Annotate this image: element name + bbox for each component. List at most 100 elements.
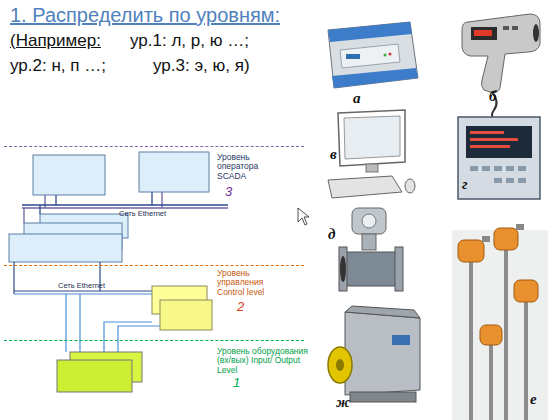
thermocouple <box>482 236 490 242</box>
panel-instrument <box>466 126 532 158</box>
scada-workstation <box>33 152 209 195</box>
flowmeter <box>340 256 346 282</box>
flowmeter <box>339 208 403 291</box>
server-box <box>9 214 128 262</box>
flowmeter <box>339 247 347 291</box>
ethernet-bus <box>39 205 40 214</box>
pyrometer <box>474 30 492 36</box>
pyrometer <box>512 26 518 30</box>
ethernet-bus <box>22 207 228 208</box>
example-note: ур.3: э, ю, я) <box>153 56 250 76</box>
photo-letter: г <box>462 176 468 193</box>
plc-controller <box>389 53 392 56</box>
level-heading: Уровень оператора SCADA <box>217 153 269 181</box>
panel-instrument <box>494 166 502 171</box>
panel-instrument <box>482 166 490 171</box>
thermocouple <box>489 345 493 420</box>
level-band: Уровень управления Control level 2 <box>4 265 304 340</box>
field-wiring <box>118 326 160 352</box>
photo-letter: б <box>489 88 497 105</box>
photo-letter: д <box>328 226 335 243</box>
thermocouple <box>458 240 484 262</box>
field-wiring <box>65 294 66 352</box>
computer <box>344 116 400 159</box>
valve-actuator <box>345 312 420 395</box>
panel-instrument <box>470 145 510 148</box>
controller-box <box>160 300 212 330</box>
pyrometer <box>503 26 509 30</box>
server-box <box>9 234 122 262</box>
thermocouple <box>514 280 538 302</box>
io-module <box>57 352 142 392</box>
valve-actuator <box>350 392 416 402</box>
pyrometer <box>462 14 540 122</box>
valve-actuator <box>328 347 352 383</box>
photo-letter: ж <box>336 394 350 411</box>
level-heading: Уровень оборудования (вх/вых) Input/ Out… <box>217 347 311 375</box>
plc-controller <box>346 54 360 59</box>
flowmeter <box>352 208 386 234</box>
ethernet-bus <box>151 192 152 205</box>
panel-instrument <box>470 166 478 171</box>
thermocouple <box>452 224 548 420</box>
computer <box>338 110 405 166</box>
thermocouple <box>516 224 524 230</box>
computer <box>366 164 378 172</box>
plc-controller <box>384 54 387 57</box>
computer <box>328 110 415 198</box>
level-number: 1 <box>233 376 240 390</box>
flowmeter <box>345 252 397 286</box>
plc-controller <box>332 68 418 88</box>
photo-letter: а <box>353 90 361 107</box>
panel-instrument <box>458 117 540 199</box>
panel-instrument <box>506 178 514 183</box>
pyrometer <box>471 27 497 40</box>
field-wiring <box>14 293 152 294</box>
flowmeter <box>395 247 403 291</box>
mouse-cursor <box>298 208 309 225</box>
level-heading: Уровень управления Control level <box>217 269 281 297</box>
ethernet-bus <box>55 195 56 205</box>
flowmeter <box>362 234 376 250</box>
scada-workstation <box>139 152 209 192</box>
panel-instrument <box>506 166 514 171</box>
level-number: 3 <box>225 185 232 199</box>
network-label: Сеть Ethernet <box>119 210 166 219</box>
slide-title: 1. Распределить по уровням: <box>10 4 280 27</box>
valve-actuator <box>345 306 420 318</box>
thermocouple <box>452 230 548 420</box>
flowmeter <box>362 214 376 228</box>
computer <box>405 179 415 193</box>
example-note: ур.2: н, п …; <box>10 56 106 76</box>
valve-actuator <box>336 359 344 371</box>
panel-instrument <box>494 178 502 183</box>
controller-box <box>152 286 212 330</box>
panel-instrument <box>518 178 526 183</box>
computer <box>328 176 402 198</box>
thermocouple <box>524 302 528 420</box>
panel-instrument <box>518 166 526 171</box>
thermocouple <box>480 325 502 345</box>
photo-letter: в <box>330 146 337 163</box>
pyrometer <box>462 14 540 93</box>
example-note: (Например: <box>10 31 101 51</box>
scada-workstation <box>33 155 105 195</box>
plc-controller <box>328 22 418 88</box>
ethernet-bus <box>23 208 24 223</box>
field-wiring <box>79 294 80 352</box>
plc-controller <box>328 22 418 88</box>
field-wiring <box>14 290 152 291</box>
panel-instrument <box>470 138 518 141</box>
thermocouple <box>504 250 508 420</box>
photo-letter: е <box>530 391 537 408</box>
thermocouple <box>494 228 518 250</box>
valve-actuator <box>328 306 420 402</box>
thermocouple <box>469 262 473 420</box>
valve-actuator <box>392 335 410 345</box>
io-module <box>57 360 132 392</box>
level-number: 2 <box>237 300 244 314</box>
example-note: ур.1: л, р, ю …; <box>130 31 249 51</box>
ethernet-bus <box>44 195 45 208</box>
ethernet-bus <box>22 204 228 205</box>
